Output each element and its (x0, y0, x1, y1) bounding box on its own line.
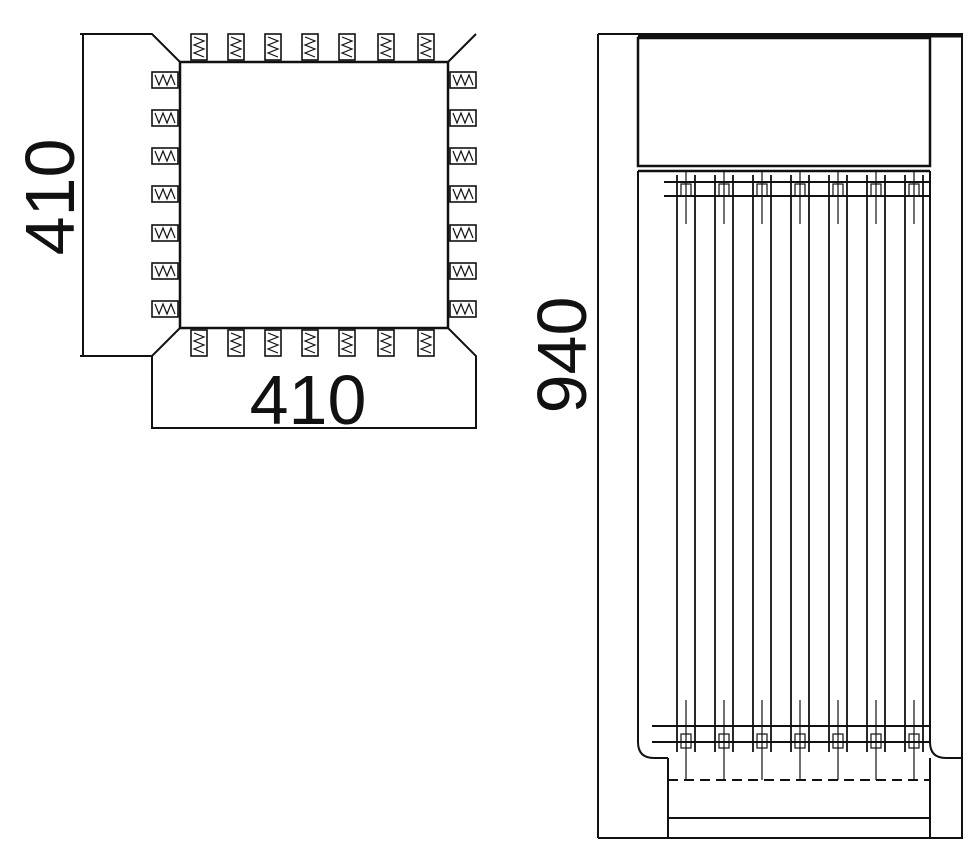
slat-top-clip (794, 183, 806, 197)
elevation-slat-5 (828, 172, 848, 780)
slat-bottom-clip (756, 733, 768, 749)
plan-depth-dimension-label: 410 (11, 139, 89, 256)
slat-top-clip (870, 183, 882, 197)
plan-bar-top-2-hatch (229, 36, 243, 58)
plan-bar-left-5 (151, 224, 179, 242)
elevation-basket-body (637, 171, 962, 759)
plan-bar-left-4-hatch (154, 187, 176, 201)
plan-bar-right-4-hatch (452, 187, 474, 201)
plan-bar-top-5-hatch (340, 36, 354, 58)
plan-bar-right-6-hatch (452, 264, 474, 278)
plan-bar-left-6-hatch (154, 264, 176, 278)
plan-bar-right-1 (449, 71, 477, 89)
plan-bar-right-2 (449, 109, 477, 127)
plan-bar-top-4-hatch (303, 36, 317, 58)
elevation-slat-2 (714, 172, 734, 780)
plan-bar-right-1-hatch (452, 73, 474, 87)
plan-bar-left-7 (151, 300, 179, 318)
plan-bar-left-2-hatch (154, 111, 176, 125)
slat-bottom-clip (832, 733, 844, 749)
plan-bar-bottom-3 (264, 329, 282, 357)
elevation-lid (636, 36, 932, 168)
plan-bar-bottom-6 (377, 329, 395, 357)
plan-bar-bottom-1 (190, 329, 208, 357)
plan-bar-right-4 (449, 185, 477, 203)
plan-bars-right (449, 71, 477, 318)
elevation-slat-7 (904, 172, 924, 780)
plan-bar-top-3-hatch (266, 36, 280, 58)
slat-bottom-clip (870, 733, 882, 749)
plan-bar-left-5-hatch (154, 226, 176, 240)
plan-bar-top-3 (264, 33, 282, 61)
plan-corner-chamfer (447, 33, 477, 63)
plan-bar-top-6 (377, 33, 395, 61)
plan-bar-top-2 (227, 33, 245, 61)
plan-bar-left-1-hatch (154, 73, 176, 87)
plan-width-dimension-label: 410 (250, 361, 367, 439)
plan-bar-left-3 (151, 147, 179, 165)
plan-bar-bottom-2-hatch (229, 332, 243, 354)
plan-bar-top-4 (301, 33, 319, 61)
elevation-outer-frame (598, 33, 963, 839)
plan-bar-right-3 (449, 147, 477, 165)
plan-bar-top-7-hatch (419, 36, 433, 58)
plan-view (80, 33, 477, 429)
plan-bar-top-1 (190, 33, 208, 61)
plan-bars-top (190, 33, 435, 61)
elevation-height-dimension-label: 940 (523, 297, 601, 414)
slat-top-clip (756, 183, 768, 197)
plan-bar-bottom-2 (227, 329, 245, 357)
plan-bars-left (151, 71, 179, 318)
plan-bar-right-5-hatch (452, 226, 474, 240)
slat-top-clip (718, 183, 730, 197)
plan-bar-left-6 (151, 262, 179, 280)
plan-bar-bottom-4 (301, 329, 319, 357)
slat-bottom-clip (718, 733, 730, 749)
slat-top-clip (832, 183, 844, 197)
plan-bar-right-5 (449, 224, 477, 242)
plan-bar-bottom-7 (417, 329, 435, 357)
plan-bar-right-2-hatch (452, 111, 474, 125)
elevation-slat-1 (676, 172, 696, 780)
plan-bar-top-6-hatch (379, 36, 393, 58)
plan-bar-left-1 (151, 71, 179, 89)
plan-bar-top-7 (417, 33, 435, 61)
plan-bar-right-3-hatch (452, 149, 474, 163)
plan-bar-left-4 (151, 185, 179, 203)
plan-bar-bottom-7-hatch (419, 332, 433, 354)
plan-bar-left-7-hatch (154, 302, 176, 316)
plan-bar-bottom-5 (338, 329, 356, 357)
plan-bottom-dimension-bracket (151, 327, 477, 429)
elevation-slat-6 (866, 172, 886, 780)
plan-bar-bottom-4-hatch (303, 332, 317, 354)
slat-top-clip (680, 183, 692, 197)
slat-bottom-clip (680, 733, 692, 749)
plan-bar-right-6 (449, 262, 477, 280)
plan-bars-bottom (190, 329, 435, 357)
plan-bar-bottom-1-hatch (192, 332, 206, 354)
slat-bottom-clip (794, 733, 806, 749)
plan-bar-right-7-hatch (452, 302, 474, 316)
elevation-slats (676, 172, 924, 780)
plan-bar-bottom-6-hatch (379, 332, 393, 354)
elevation-slat-3 (752, 172, 772, 780)
plan-bar-bottom-3-hatch (266, 332, 280, 354)
plan-bar-right-7 (449, 300, 477, 318)
plan-bar-left-3-hatch (154, 149, 176, 163)
elevation-slat-4 (790, 172, 810, 780)
slat-top-clip (908, 183, 920, 197)
plan-basket-outline (178, 60, 450, 330)
plan-bar-bottom-5-hatch (340, 332, 354, 354)
slat-bottom-clip (908, 733, 920, 749)
elevation-view (597, 33, 963, 839)
plan-bar-top-1-hatch (192, 36, 206, 58)
plan-bar-left-2 (151, 109, 179, 127)
plan-bar-top-5 (338, 33, 356, 61)
